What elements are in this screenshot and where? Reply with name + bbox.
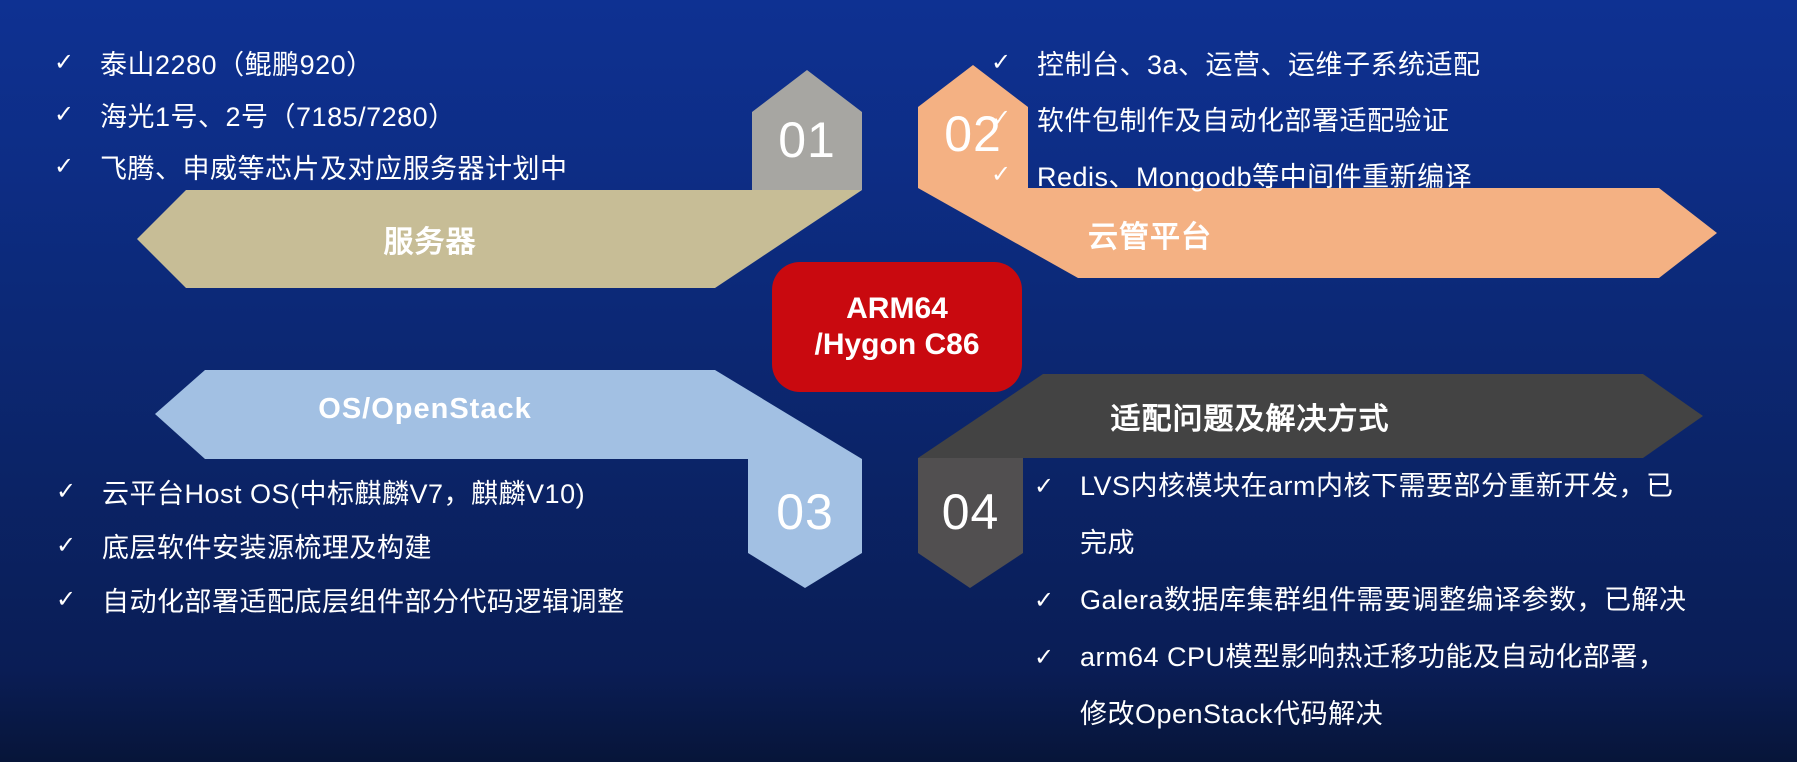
check-icon: ✓ bbox=[54, 48, 75, 76]
list-item-text: 底层软件安装源梳理及构建 bbox=[102, 532, 432, 563]
cloud-list: ✓ 控制台、3a、运营、运维子系统适配 ✓ 软件包制作及自动化部署适配验证 ✓ … bbox=[985, 34, 1625, 202]
badge-02-shape bbox=[918, 65, 1028, 188]
badge-01-number: 01 bbox=[778, 112, 836, 168]
check-icon: ✓ bbox=[56, 531, 77, 559]
list-item: ✓ 自动化部署适配底层组件部分代码逻辑调整 bbox=[50, 572, 730, 626]
list-item: ✓ Galera数据库集群组件需要调整编译参数，已解决 bbox=[1028, 572, 1688, 629]
list-item: ✓ 泰山2280（鲲鹏920） bbox=[48, 36, 688, 88]
center-chip-line2: /Hygon C86 bbox=[814, 328, 980, 361]
list-item-text: 飞腾、申威等芯片及对应服务器计划中 bbox=[100, 153, 568, 184]
cloud-ribbon-title: 云管平台 bbox=[1088, 221, 1212, 254]
os-ribbon-shape bbox=[155, 370, 862, 459]
badge-03-shape bbox=[748, 459, 862, 588]
list-item-text: Redis、Mongodb等中间件重新编译 bbox=[1037, 161, 1473, 192]
check-icon: ✓ bbox=[991, 104, 1012, 132]
badge-02-number: 02 bbox=[944, 106, 1002, 162]
server-ribbon-title: 服务器 bbox=[383, 226, 477, 259]
issues-ribbon-title: 适配问题及解决方式 bbox=[1110, 403, 1390, 436]
os-ribbon-title: OS/OpenStack bbox=[318, 393, 532, 425]
list-item-text: 控制台、3a、运营、运维子系统适配 bbox=[1037, 49, 1481, 80]
list-item-text: 海光1号、2号（7185/7280） bbox=[100, 101, 456, 132]
check-icon: ✓ bbox=[1034, 587, 1055, 614]
server-list: ✓ 泰山2280（鲲鹏920） ✓ 海光1号、2号（7185/7280） ✓ 飞… bbox=[48, 36, 688, 192]
check-icon: ✓ bbox=[991, 48, 1012, 76]
list-item-text: 云平台Host OS(中标麒麟V7，麒麟V10) bbox=[102, 478, 586, 509]
list-item: ✓ 底层软件安装源梳理及构建 bbox=[50, 518, 730, 572]
list-item: ✓ arm64 CPU模型影响热迁移功能及自动化部署，修改OpenStack代码… bbox=[1028, 629, 1688, 743]
check-icon: ✓ bbox=[54, 100, 75, 128]
issues-ribbon-shape bbox=[918, 374, 1703, 458]
issues-list: ✓ LVS内核模块在arm内核下需要部分重新开发，已完成 ✓ Galera数据库… bbox=[1028, 458, 1688, 743]
list-item-text: arm64 CPU模型影响热迁移功能及自动化部署，修改OpenStack代码解决 bbox=[1080, 642, 1666, 729]
center-chip-line1: ARM64 bbox=[846, 292, 948, 325]
check-icon: ✓ bbox=[1034, 473, 1055, 500]
list-item: ✓ 海光1号、2号（7185/7280） bbox=[48, 88, 688, 140]
list-item: ✓ 飞腾、申威等芯片及对应服务器计划中 bbox=[48, 140, 688, 192]
list-item: ✓ 控制台、3a、运营、运维子系统适配 bbox=[985, 34, 1625, 90]
badge-04-shape bbox=[918, 458, 1023, 588]
list-item-text: Galera数据库集群组件需要调整编译参数，已解决 bbox=[1080, 585, 1687, 615]
check-icon: ✓ bbox=[54, 152, 75, 180]
list-item: ✓ LVS内核模块在arm内核下需要部分重新开发，已完成 bbox=[1028, 458, 1688, 572]
check-icon: ✓ bbox=[1034, 644, 1055, 671]
badge-01-shape bbox=[752, 70, 862, 190]
list-item: ✓ Redis、Mongodb等中间件重新编译 bbox=[985, 146, 1625, 202]
cloud-ribbon-shape bbox=[918, 188, 1717, 278]
center-chip: ARM64 /Hygon C86 bbox=[772, 262, 1022, 392]
os-list: ✓ 云平台Host OS(中标麒麟V7，麒麟V10) ✓ 底层软件安装源梳理及构… bbox=[50, 464, 730, 626]
list-item: ✓ 软件包制作及自动化部署适配验证 bbox=[985, 90, 1625, 146]
server-ribbon-shape bbox=[137, 190, 862, 288]
check-icon: ✓ bbox=[991, 160, 1012, 188]
list-item: ✓ 云平台Host OS(中标麒麟V7，麒麟V10) bbox=[50, 464, 730, 518]
list-item-text: 软件包制作及自动化部署适配验证 bbox=[1037, 105, 1450, 136]
center-chip-shape bbox=[772, 262, 1022, 392]
badge-03-number: 03 bbox=[776, 484, 834, 540]
list-item-text: LVS内核模块在arm内核下需要部分重新开发，已完成 bbox=[1080, 471, 1674, 558]
badge-04-number: 04 bbox=[941, 484, 1000, 540]
list-item-text: 自动化部署适配底层组件部分代码逻辑调整 bbox=[102, 586, 625, 617]
list-item-text: 泰山2280（鲲鹏920） bbox=[100, 49, 374, 80]
check-icon: ✓ bbox=[56, 585, 77, 613]
check-icon: ✓ bbox=[56, 477, 77, 505]
